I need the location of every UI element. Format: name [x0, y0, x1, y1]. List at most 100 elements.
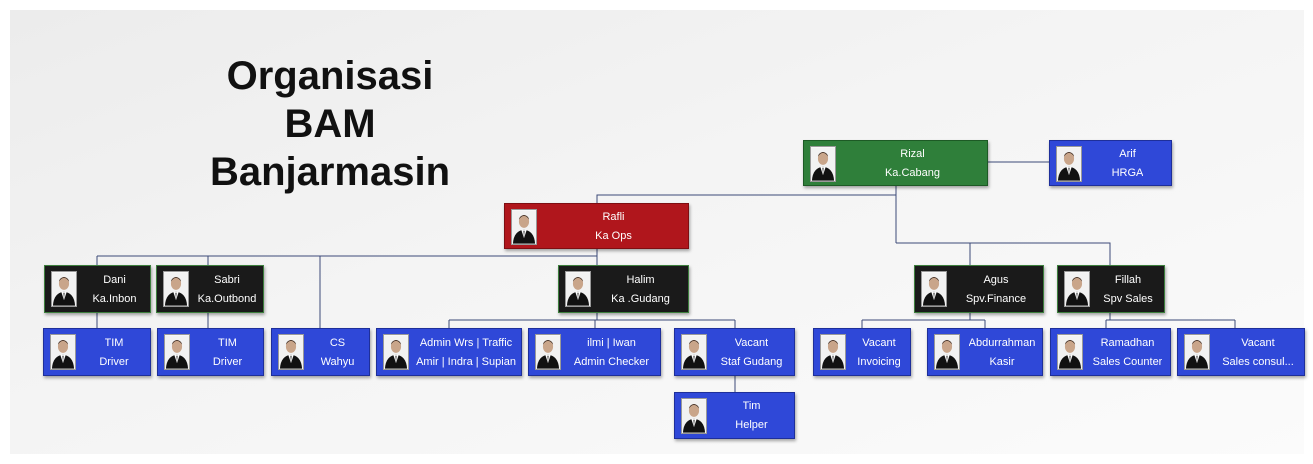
- node-role: Wahyu: [320, 355, 355, 368]
- node-name: Ramadhan: [1100, 336, 1155, 349]
- node-role: Kasir: [989, 355, 1015, 368]
- node-role: Invoicing: [857, 355, 901, 368]
- node-tim-driver-2[interactable]: TIM Driver: [157, 328, 264, 376]
- node-role: Ka.Outbond: [197, 292, 257, 305]
- person-photo-icon: [565, 271, 591, 307]
- node-text: Halim Ka .Gudang: [597, 266, 684, 312]
- person-photo-icon: [1056, 146, 1082, 182]
- node-text: Rafli Ka Ops: [543, 204, 684, 248]
- person-photo-icon: [1064, 271, 1090, 307]
- node-name: Agus: [983, 273, 1009, 286]
- person-photo-icon: [50, 334, 76, 370]
- node-name: Halim: [626, 273, 655, 286]
- node-role: Driver: [212, 355, 243, 368]
- node-name: Admin Wrs | Traffic: [419, 336, 513, 349]
- node-role: Driver: [99, 355, 129, 368]
- person-photo-icon: [810, 146, 836, 182]
- person-photo-icon: [921, 271, 947, 307]
- person-photo-icon: [1184, 334, 1210, 370]
- node-name: Dani: [103, 273, 126, 286]
- node-role: Ka.Inbon: [92, 292, 137, 305]
- node-name: TIM: [104, 336, 124, 349]
- node-rafli-ka-ops[interactable]: Rafli Ka Ops: [504, 203, 689, 249]
- node-role: Ka.Cabang: [884, 166, 941, 179]
- node-role: Spv Sales: [1103, 292, 1153, 305]
- node-role: Admin Checker: [573, 355, 650, 368]
- person-photo-icon: [820, 334, 846, 370]
- node-role: Sales Counter: [1092, 355, 1163, 368]
- node-role: Staf Gudang: [720, 355, 783, 368]
- node-name: Abdurrahman: [968, 336, 1036, 349]
- node-name: Arif: [1119, 147, 1136, 160]
- person-photo-icon: [278, 334, 304, 370]
- node-name: Vacant: [734, 336, 769, 349]
- node-halim-ka-gudang[interactable]: Halim Ka .Gudang: [558, 265, 689, 313]
- node-name: Vacant: [1241, 336, 1275, 349]
- node-name: ilmi | Iwan: [587, 336, 636, 349]
- person-photo-icon: [383, 334, 409, 370]
- node-text: CS Wahyu: [310, 329, 365, 375]
- person-photo-icon: [163, 271, 189, 307]
- person-photo-icon: [51, 271, 77, 307]
- node-name: Rafli: [602, 210, 625, 223]
- node-role: HRGA: [1111, 166, 1144, 179]
- person-photo-icon: [1057, 334, 1083, 370]
- node-cs-wahyu[interactable]: CS Wahyu: [271, 328, 370, 376]
- node-role: Amir | Indra | Supian: [416, 355, 516, 368]
- node-tim-driver-1[interactable]: TIM Driver: [43, 328, 151, 376]
- node-name: CS: [329, 336, 346, 349]
- node-role: Spv.Finance: [965, 292, 1027, 305]
- node-text: TIM Driver: [196, 329, 259, 375]
- chart-title: Organisasi BAM Banjarmasin: [170, 52, 490, 196]
- node-text: TIM Driver: [82, 329, 146, 375]
- person-photo-icon: [535, 334, 561, 370]
- person-photo-icon: [681, 398, 707, 434]
- node-name: TIM: [218, 336, 237, 349]
- node-name: Vacant: [862, 336, 896, 349]
- person-photo-icon: [164, 334, 190, 370]
- node-role: Sales consul...: [1222, 355, 1294, 368]
- connector-rizal-spv-branch: [896, 242, 1111, 265]
- person-photo-icon: [511, 209, 537, 245]
- node-role: Ka Ops: [595, 229, 632, 242]
- title-line-1: Organisasi: [226, 54, 434, 98]
- node-role: Helper: [735, 419, 768, 431]
- node-name: Rizal: [900, 147, 925, 160]
- node-name: Sabri: [214, 273, 240, 286]
- node-role: Ka .Gudang: [611, 292, 670, 305]
- connector-rizal-rafli-branch: [596, 194, 896, 203]
- person-photo-icon: [681, 334, 707, 370]
- title-line-3: Banjarmasin: [209, 150, 451, 194]
- title-line-2: BAM: [284, 102, 376, 146]
- person-photo-icon: [934, 334, 960, 370]
